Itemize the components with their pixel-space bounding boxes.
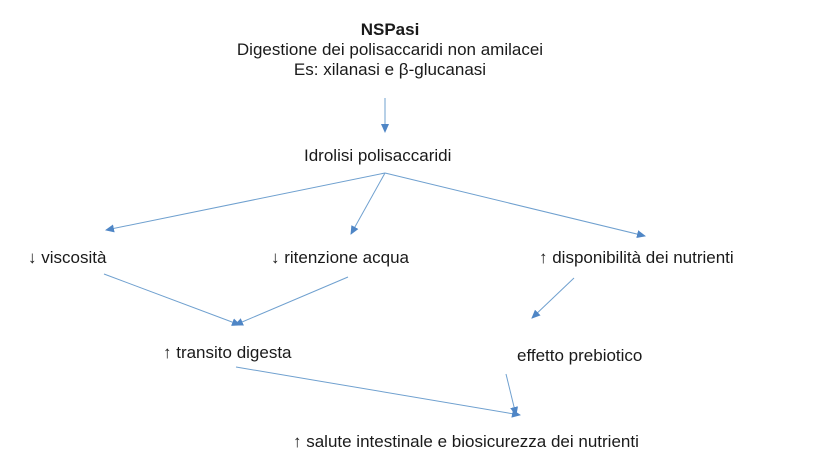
arrow-water-retention-to-transit: [234, 276, 349, 326]
diagram-title: NSPasi: [360, 20, 420, 39]
diagram-subtitle: Digestione dei polisaccaridi non amilace…: [236, 40, 544, 59]
arrow-prebiotic-to-gut-health: [505, 373, 518, 416]
node-gut-health: ↑ salute intestinale e biosicurezza dei …: [293, 432, 639, 451]
node-digesta-transit: ↑ transito digesta: [163, 343, 292, 362]
arrow-transit-to-gut-health: [235, 366, 521, 418]
header-block: NSPasi Digestione dei polisaccaridi non …: [190, 20, 590, 80]
arrow-hydrolysis-to-nutrients: [384, 172, 646, 239]
node-hydrolysis: Idrolisi polisaccaridi: [304, 146, 452, 165]
arrow-hydrolysis-to-viscosity: [105, 172, 386, 233]
arrow-viscosity-to-transit: [103, 273, 241, 326]
arrow-nutrients-to-prebiotic: [531, 277, 575, 319]
node-water-retention: ↓ ritenzione acqua: [271, 248, 409, 267]
diagram-example: Es: xilanasi e β-glucanasi: [293, 60, 487, 79]
node-nutrient-availability: ↑ disponibilità dei nutrienti: [539, 248, 734, 267]
node-viscosity: ↓ viscosità: [28, 248, 107, 267]
arrow-hydrolysis-to-water-retention: [350, 172, 386, 235]
node-prebiotic-effect: effetto prebiotico: [517, 346, 643, 365]
